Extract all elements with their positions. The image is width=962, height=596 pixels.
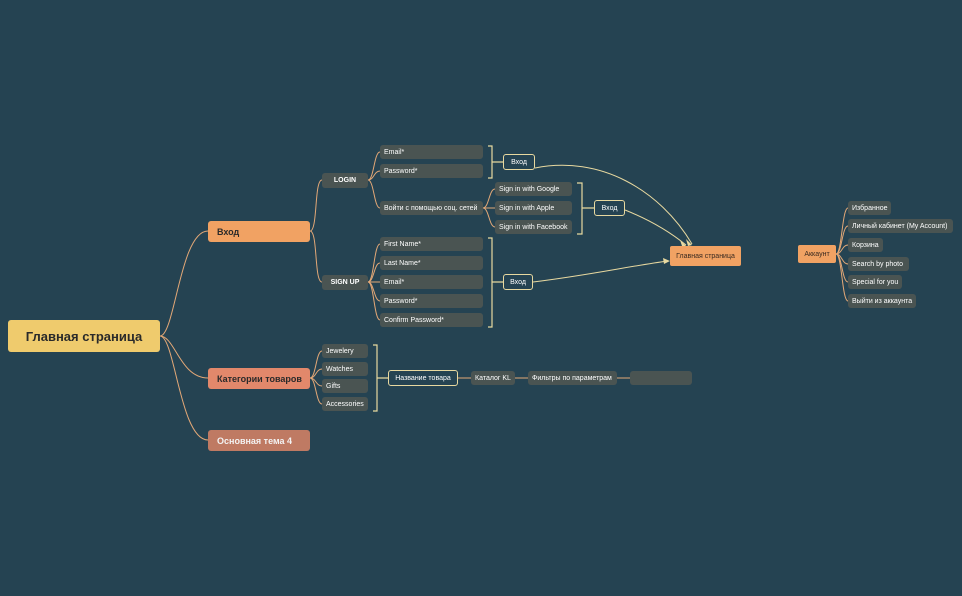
social-facebook[interactable]: Sign in with Facebook	[495, 220, 572, 234]
link-login-email	[367, 151, 381, 181]
signup-password[interactable]: Password*	[380, 294, 483, 308]
link-account-6	[835, 253, 849, 302]
link-account-1	[835, 207, 849, 255]
link-login-social	[367, 179, 381, 209]
account-item-cart[interactable]: Корзина	[848, 238, 883, 252]
category-jewelery[interactable]: Jewelery	[322, 344, 368, 358]
signup-last-name[interactable]: Last Name*	[380, 256, 483, 270]
filters-node[interactable]: Фильтры по параметрам	[528, 371, 617, 385]
product-name-node[interactable]: Название товара	[388, 370, 458, 386]
social-google[interactable]: Sign in with Google	[495, 182, 572, 196]
link-signup-confirm	[367, 281, 381, 321]
empty-node[interactable]	[630, 371, 692, 385]
root-node[interactable]: Главная страница	[8, 320, 160, 352]
link-login-password	[367, 170, 381, 181]
bracket-signup	[488, 237, 503, 328]
link-vhod-login	[309, 179, 323, 232]
link-cat-jewelery	[309, 350, 323, 379]
link-root-categories	[159, 335, 209, 379]
signup-first-name[interactable]: First Name*	[380, 237, 483, 251]
link-root-vhod	[159, 230, 209, 337]
social-enter-button[interactable]: Вход	[594, 200, 625, 216]
login-node[interactable]: LOGIN	[322, 173, 368, 188]
social-apple[interactable]: Sign in with Apple	[495, 201, 572, 215]
login-enter-button[interactable]: Вход	[503, 154, 535, 170]
account-item-my-account[interactable]: Личный кабинет (My Account)	[848, 219, 953, 233]
arrow-social-home	[624, 209, 687, 246]
signup-enter-button[interactable]: Вход	[503, 274, 533, 290]
link-account-2	[835, 225, 849, 255]
bracket-social	[577, 182, 594, 235]
account-item-search-photo[interactable]: Search by photo	[848, 257, 909, 271]
link-root-topic4	[159, 335, 209, 441]
signup-email[interactable]: Email*	[380, 275, 483, 289]
account-item-special[interactable]: Special for you	[848, 275, 902, 289]
account-node[interactable]: Аккаунт	[798, 245, 836, 263]
link-vhod-signup	[309, 230, 323, 283]
category-gifts[interactable]: Gifts	[322, 379, 368, 393]
signup-confirm-password[interactable]: Confirm Password*	[380, 313, 483, 327]
link-signup-first	[367, 243, 381, 283]
login-social[interactable]: Войти с помощью соц. сетей	[380, 201, 483, 215]
account-item-favorites[interactable]: Избранное	[848, 201, 891, 215]
arrow-signup-home	[532, 260, 669, 283]
link-signup-last	[367, 262, 381, 283]
arrowhead-1	[686, 239, 692, 246]
topic-4[interactable]: Основная тема 4	[208, 430, 310, 451]
account-item-logout[interactable]: Выйти из аккаунта	[848, 294, 916, 308]
arrowhead-2	[680, 240, 686, 246]
topic-vhod[interactable]: Вход	[208, 221, 310, 242]
home-target-node[interactable]: Главная страница	[670, 246, 741, 266]
login-email[interactable]: Email*	[380, 145, 483, 159]
signup-node[interactable]: SIGN UP	[322, 275, 368, 290]
bracket-categories	[373, 344, 388, 412]
arrowhead-3	[663, 258, 670, 264]
category-watches[interactable]: Watches	[322, 362, 368, 376]
link-social-google	[482, 188, 496, 209]
link-cat-accessories	[309, 377, 323, 405]
arrow-login-home	[534, 164, 693, 245]
login-password[interactable]: Password*	[380, 164, 483, 178]
topic-categories[interactable]: Категории товаров	[208, 368, 310, 389]
category-accessories[interactable]: Accessories	[322, 397, 368, 411]
link-social-facebook	[482, 207, 496, 228]
catalog-node[interactable]: Каталог KL	[471, 371, 515, 385]
bracket-login	[488, 145, 503, 179]
